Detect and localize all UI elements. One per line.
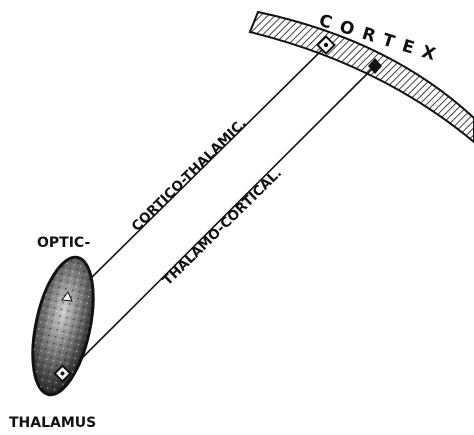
optic-label: OPTIC- [37, 235, 91, 251]
thalamus-label: THALAMUS [9, 415, 96, 431]
optic-thalamus-body [22, 252, 104, 400]
